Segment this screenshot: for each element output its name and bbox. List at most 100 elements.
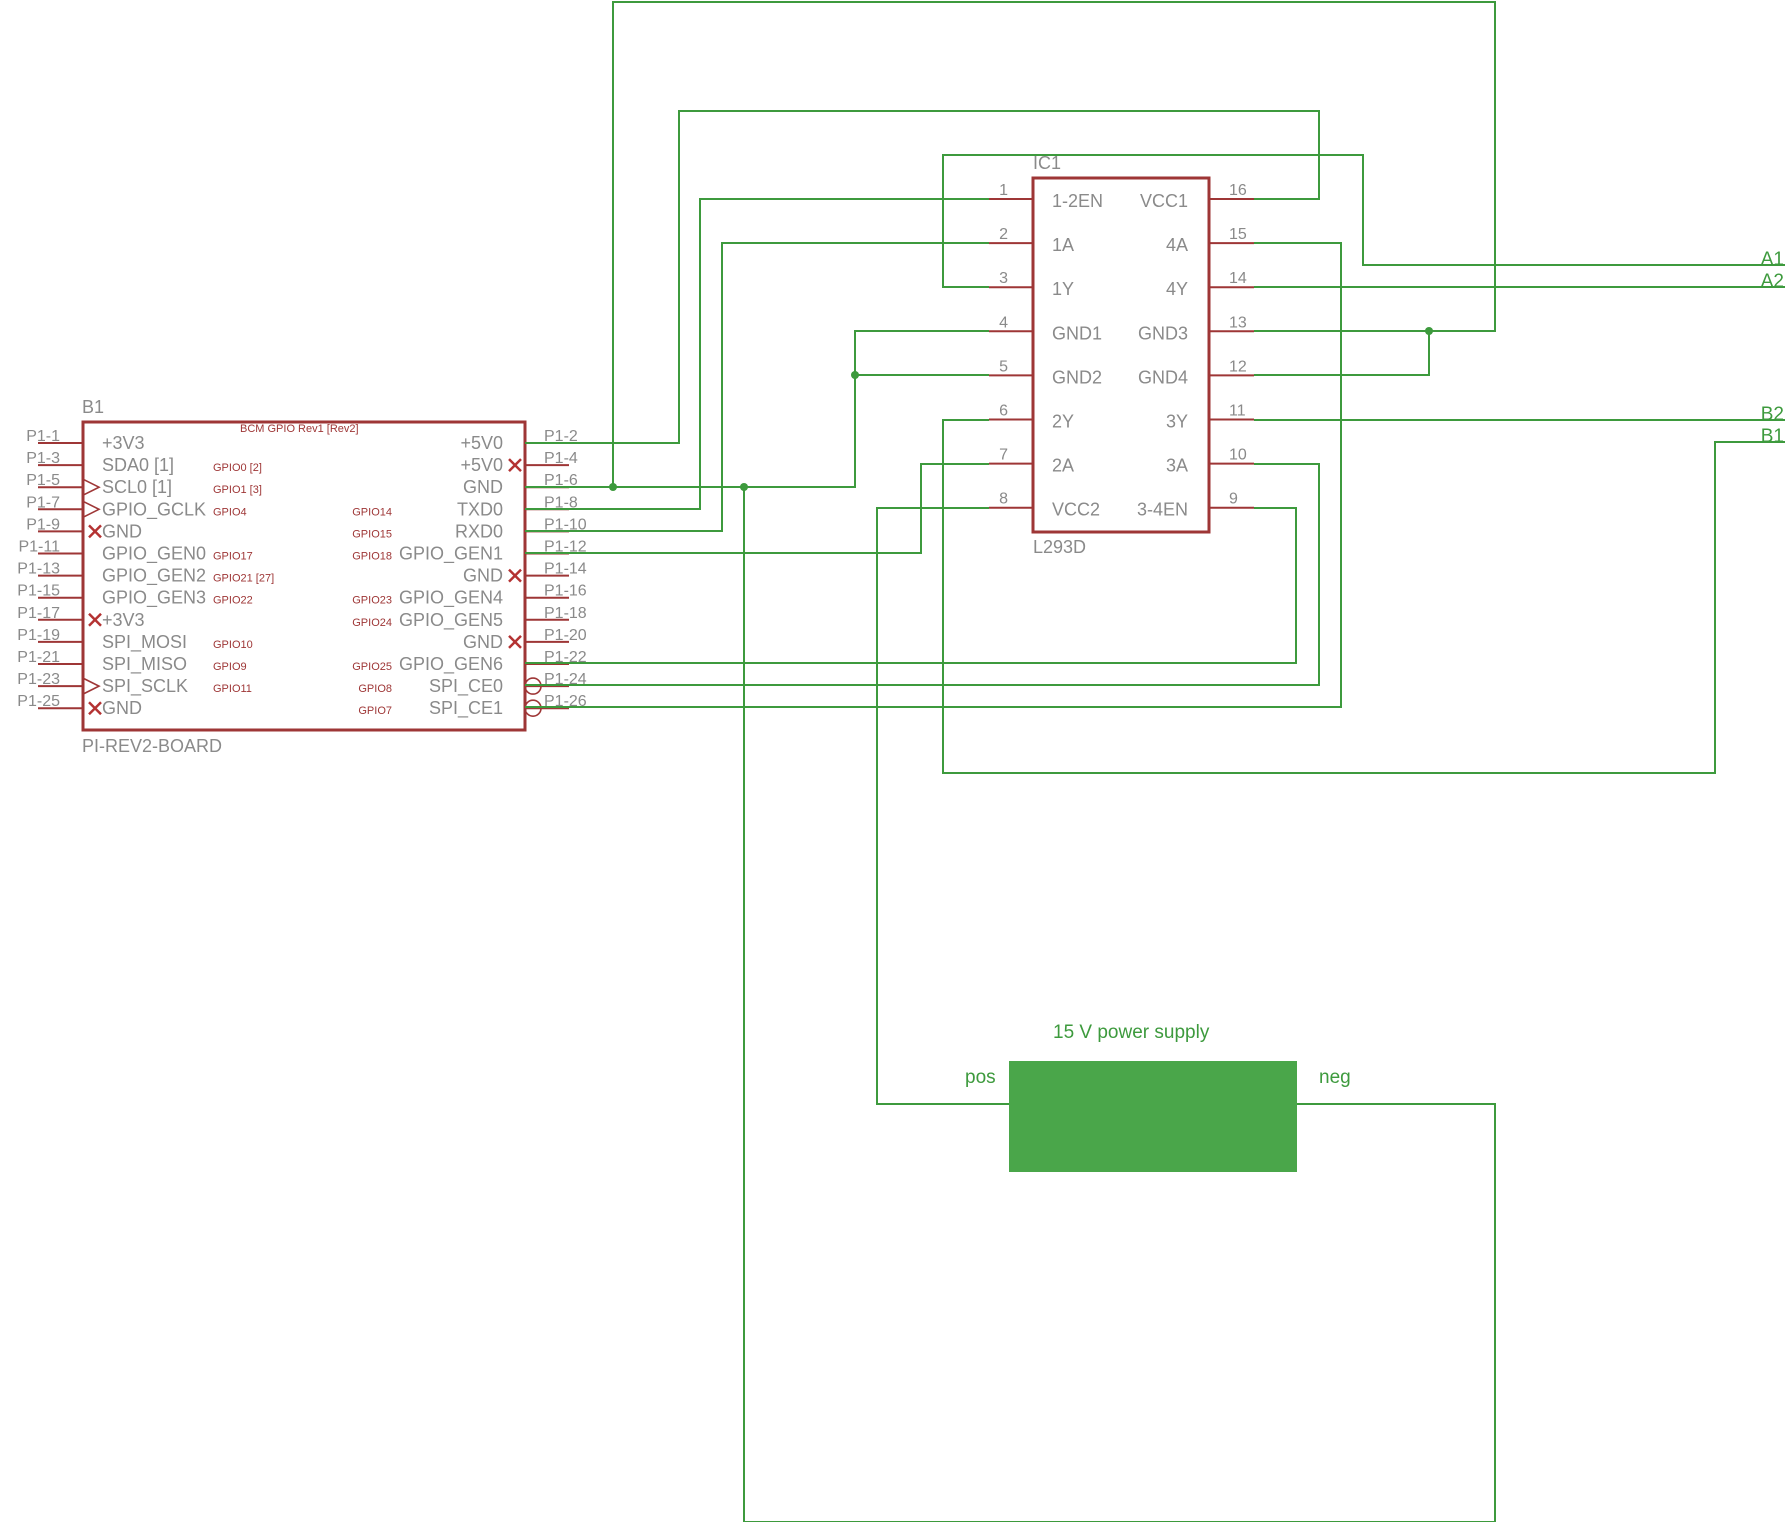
ic-pin-16-number: 16 — [1229, 182, 1247, 199]
wire-p1-24-3a[interactable] — [525, 463, 1320, 686]
net-label-b1: B1 — [1761, 426, 1784, 447]
pi-pin-p1-7-pad-label: P1-7 — [26, 494, 60, 511]
pi-pin-p1-2-signal-label: +5V0 — [460, 433, 503, 453]
ic-pin-3-label: 1Y — [1052, 279, 1074, 299]
l293d-driver[interactable]: IC1 L293D 11-2EN21A31Y4GND15GND262Y72A8V… — [989, 153, 1254, 557]
ic-pin-11-number: 11 — [1229, 403, 1246, 420]
ic-pin-14-number: 14 — [1229, 270, 1247, 287]
pi-board-value: PI-REV2-BOARD — [82, 736, 222, 756]
ic-pin-12-number: 12 — [1229, 358, 1247, 375]
ic-pin-7-label: 2A — [1052, 456, 1074, 476]
ic-pin-13-number: 13 — [1229, 314, 1247, 331]
pi-pin-p1-25-pad-label: P1-25 — [17, 693, 60, 710]
pi-pin-p1-11-gpio-label: GPIO17 — [213, 551, 253, 563]
power-supply[interactable]: 15 V power supply pos neg — [965, 1022, 1351, 1172]
net-labels: A1 A2 B2 B1 — [1761, 249, 1784, 447]
pi-pin-p1-21-signal-label: SPI_MISO — [102, 654, 187, 675]
ic-pin-14-label: 4Y — [1166, 279, 1188, 299]
ic-pin-15-label: 4A — [1166, 235, 1188, 255]
pi-pin-p1-18-signal-label: GPIO_GEN5 — [399, 610, 503, 631]
pi-pin-p1-5-signal-label: SCL0 [1] — [102, 477, 172, 497]
junction-gnd3-gnd4 — [1425, 327, 1433, 335]
pi-pin-p1-23-pad-label: P1-23 — [17, 671, 60, 688]
pi-pin-p1-26-signal-label: SPI_CE1 — [429, 698, 503, 719]
ic-pin-1-number: 1 — [999, 182, 1008, 199]
pi-pin-p1-6-signal-label: GND — [463, 477, 503, 497]
wire-gnd4[interactable] — [1254, 331, 1430, 376]
power-supply-body — [1009, 1061, 1297, 1172]
power-supply-neg-label: neg — [1319, 1067, 1351, 1088]
pi-pin-p1-9-pad-label: P1-9 — [26, 516, 60, 533]
pi-pin-p1-14-pad-label: P1-14 — [544, 561, 587, 578]
wire-5v-vcc1[interactable] — [525, 110, 1320, 444]
pi-pin-p1-21-pad-label: P1-21 — [17, 649, 60, 666]
pi-pin-p1-24-gpio-label: GPIO8 — [358, 683, 392, 695]
wire-p1-22-enable34[interactable] — [525, 507, 1297, 664]
wire-vcc2-pos[interactable] — [876, 507, 1009, 1105]
ic-pin-10-number: 10 — [1229, 447, 1247, 464]
pi-pin-p1-1-pad-label: P1-1 — [26, 428, 60, 445]
pi-pin-p1-11-signal-label: GPIO_GEN0 — [102, 544, 206, 565]
pi-pin-p1-24-signal-label: SPI_CE0 — [429, 676, 503, 697]
power-supply-title: 15 V power supply — [1053, 1022, 1210, 1043]
pi-pin-p1-22-gpio-label: GPIO25 — [352, 661, 392, 673]
pi-pin-p1-2-pad-label: P1-2 — [544, 428, 578, 445]
wire-1y-a1[interactable] — [942, 154, 1785, 288]
pi-pin-p1-3-signal-label: SDA0 [1] — [102, 455, 174, 475]
ic-pin-2-label: 1A — [1052, 235, 1074, 255]
pi-pin-p1-23-clock-icon — [82, 677, 101, 695]
net-label-b2: B2 — [1761, 404, 1784, 425]
ic-pin-10-label: 3A — [1166, 456, 1188, 476]
ic-pin-8-number: 8 — [999, 491, 1008, 508]
wire-gnd1-gnd2[interactable] — [525, 330, 989, 488]
pi-pin-p1-9-no-connect-icon — [88, 524, 102, 539]
pi-pin-p1-18-pad-label: P1-18 — [544, 605, 587, 622]
ic-pin-6-number: 6 — [999, 403, 1008, 420]
pi-pin-p1-17-pad-label: P1-17 — [17, 605, 60, 622]
pi-pin-p1-1-signal-label: +3V3 — [102, 433, 145, 453]
wire-p1-8-enable12[interactable] — [525, 198, 989, 510]
wire-p1-10-1a[interactable] — [525, 242, 989, 532]
pi-pin-p1-14-no-connect-icon — [508, 568, 522, 583]
pi-pin-p1-24-pad-label: P1-24 — [544, 671, 587, 688]
pi-pin-p1-19-pad-label: P1-19 — [17, 627, 60, 644]
pi-pin-p1-4-pad-label: P1-4 — [544, 450, 578, 467]
pi-pin-p1-15-pad-label: P1-15 — [17, 583, 60, 600]
pi-pin-p1-13-signal-label: GPIO_GEN2 — [102, 566, 206, 587]
pi-pin-p1-13-gpio-label: GPIO21 [27] — [213, 573, 274, 585]
pi-board[interactable]: B1 BCM GPIO Rev1 [Rev2] PI-REV2-BOARD P1… — [17, 397, 587, 756]
net-label-a1: A1 — [1761, 249, 1784, 270]
ic-pin-6-label: 2Y — [1052, 412, 1074, 432]
ic-pin-7-number: 7 — [999, 447, 1008, 464]
pi-right-pins: P1-2+5V0P1-4+5V0P1-6GNDP1-8TXD0GPIO14P1-… — [352, 428, 587, 719]
pi-pin-p1-3-pad-label: P1-3 — [26, 450, 60, 467]
junction-gnd1-gnd2 — [851, 371, 859, 379]
ic-pin-3-number: 3 — [999, 270, 1008, 287]
pi-pin-p1-17-signal-label: +3V3 — [102, 610, 145, 630]
junction-pi-gnd — [609, 483, 617, 491]
pi-pin-p1-12-gpio-label: GPIO18 — [352, 551, 392, 563]
pi-pin-p1-20-pad-label: P1-20 — [544, 627, 587, 644]
pi-pin-p1-22-pad-label: P1-22 — [544, 649, 587, 666]
ic-pin-5-label: GND2 — [1052, 367, 1102, 387]
pi-pin-p1-17-no-connect-icon — [88, 612, 102, 627]
pi-pin-p1-11-pad-label: P1-11 — [18, 539, 60, 556]
pi-pin-p1-16-gpio-label: GPIO23 — [352, 595, 392, 607]
pi-pin-p1-9-signal-label: GND — [102, 521, 142, 541]
pi-pin-p1-10-gpio-label: GPIO15 — [352, 528, 392, 540]
pi-pin-p1-21-gpio-label: GPIO9 — [213, 661, 247, 673]
ic-pin-2-number: 2 — [999, 226, 1008, 243]
wire-p1-26-4a[interactable] — [525, 242, 1342, 708]
wire-gnd-top-loop[interactable] — [525, 1, 1496, 488]
ic-pin-9-label: 3-4EN — [1137, 500, 1188, 520]
pi-board-name: B1 — [82, 397, 104, 417]
wire-2y-b1[interactable] — [942, 419, 1785, 774]
pi-pin-p1-20-signal-label: GND — [463, 632, 503, 652]
pi-pin-p1-14-signal-label: GND — [463, 566, 503, 586]
wire-neg-ground[interactable] — [743, 487, 1496, 1522]
pi-pin-p1-8-pad-label: P1-8 — [544, 494, 578, 511]
pi-pin-p1-26-pad-label: P1-26 — [544, 693, 587, 710]
pi-pin-p1-25-signal-label: GND — [102, 698, 142, 718]
pi-pin-p1-5-gpio-label: GPIO1 [3] — [213, 484, 262, 496]
